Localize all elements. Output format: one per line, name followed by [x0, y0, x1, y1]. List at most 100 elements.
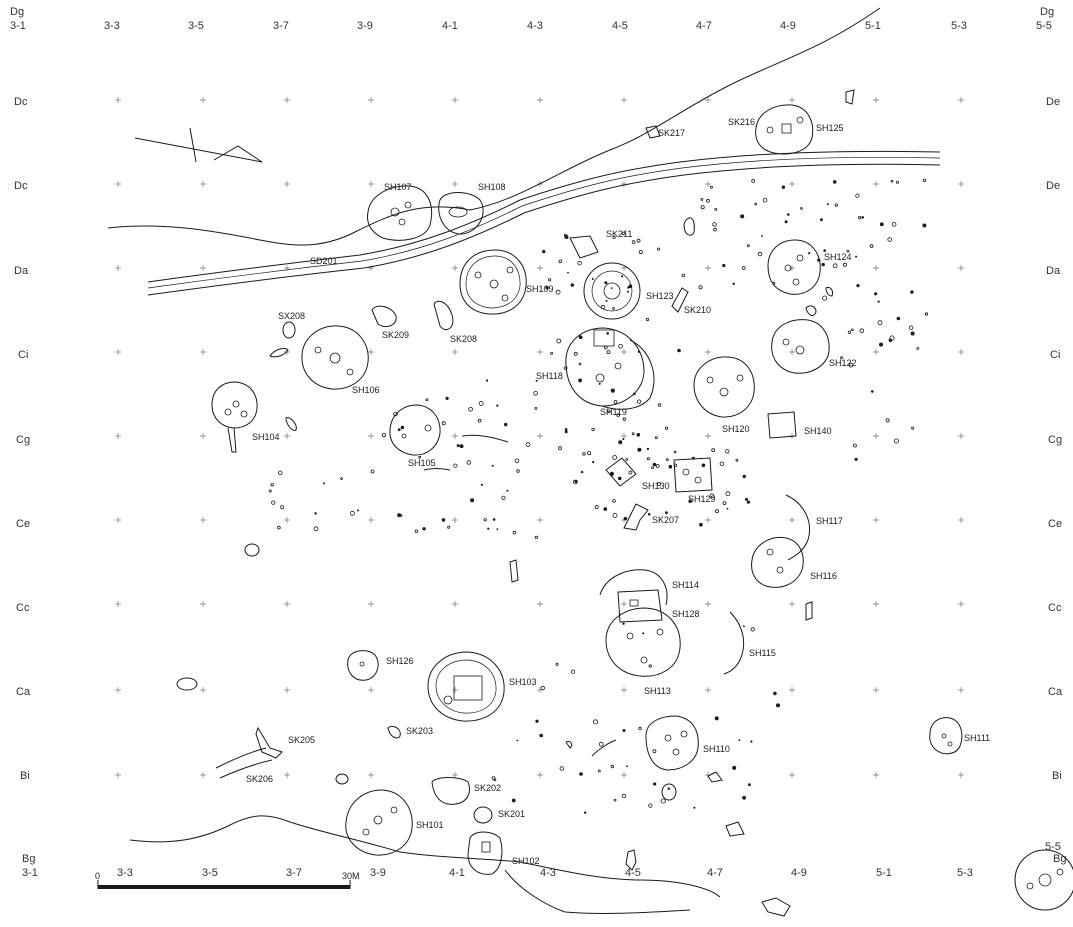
grid-cross — [958, 433, 964, 439]
posthole — [558, 446, 562, 451]
grid-cross — [368, 601, 374, 607]
posthole — [271, 500, 276, 505]
grid-cross — [537, 97, 543, 103]
posthole — [587, 451, 592, 456]
grid-cross — [873, 601, 879, 607]
top-col-label: 3-3 — [104, 20, 120, 32]
pit-sk207 — [623, 503, 649, 531]
posthole — [742, 474, 746, 479]
top-col-label: 3-5 — [188, 20, 204, 32]
row-label-right: De — [1046, 96, 1060, 108]
posthole — [550, 351, 553, 355]
posthole — [547, 278, 552, 282]
grid-cross — [115, 687, 121, 693]
posthole — [535, 719, 539, 723]
posthole — [891, 222, 897, 227]
posthole — [740, 214, 745, 219]
posthole — [855, 255, 858, 258]
posthole — [612, 513, 618, 518]
ditch-sd201 — [147, 150, 941, 296]
posthole — [626, 290, 629, 293]
grid-cross — [789, 687, 795, 693]
posthole — [773, 691, 777, 696]
grid-cross — [452, 265, 458, 271]
posthole — [832, 263, 838, 269]
feature-label: SX208 — [278, 311, 305, 321]
posthole — [610, 764, 614, 769]
feature-label: SK206 — [246, 774, 273, 784]
posthole — [735, 458, 739, 462]
posthole — [910, 290, 914, 294]
pit-sk208 — [433, 300, 454, 330]
posthole — [646, 457, 650, 461]
grid-cross — [200, 433, 206, 439]
posthole — [893, 438, 899, 444]
grid-cross — [368, 349, 374, 355]
posthole — [399, 514, 403, 517]
posthole — [504, 422, 508, 427]
southern-edge-line — [129, 815, 721, 898]
posthole — [667, 787, 670, 790]
posthole — [834, 203, 838, 207]
feature-label: SH124 — [824, 252, 852, 262]
grid-cross — [705, 265, 711, 271]
pit-sh114 — [599, 569, 668, 623]
posthole — [890, 179, 894, 183]
posthole — [681, 273, 686, 278]
posthole — [909, 325, 914, 330]
posthole — [487, 527, 490, 530]
left-row-labels: Dc Dc Da Ci Cg Ce Cc Ca Bi — [14, 96, 31, 782]
grid-cross — [958, 349, 964, 355]
posthole — [665, 511, 668, 515]
grid-cross — [200, 181, 206, 187]
posthole — [714, 716, 719, 721]
bottom-col-label: 3-9 — [370, 867, 386, 879]
row-label-left: Da — [14, 265, 29, 277]
posthole — [278, 470, 283, 475]
posthole — [618, 440, 623, 445]
posthole — [533, 390, 538, 396]
posthole — [628, 470, 633, 475]
posthole — [732, 282, 735, 285]
feature-label: SH130 — [642, 481, 670, 491]
scale-bar-end-label: 30M — [342, 871, 360, 881]
misc-features — [176, 89, 855, 917]
pit-sh120 — [693, 356, 755, 418]
pit-sh140 — [767, 411, 797, 439]
pit-sk211 — [569, 235, 599, 259]
feature-label: SH129 — [688, 494, 716, 504]
grid-cross — [705, 517, 711, 523]
posthole — [746, 244, 750, 248]
corner-label-bottom-right-row: Bg — [1053, 853, 1066, 865]
posthole — [393, 411, 398, 417]
posthole — [706, 198, 710, 203]
posthole — [564, 430, 568, 434]
feature-label: SK210 — [684, 305, 711, 315]
pit-sh130 — [605, 457, 637, 487]
grid-cross — [537, 265, 543, 271]
grid-cross — [621, 687, 627, 693]
posthole — [370, 469, 375, 474]
feature-label: SH103 — [509, 677, 537, 687]
posthole — [636, 238, 641, 243]
posthole — [578, 335, 583, 340]
posthole — [418, 455, 422, 459]
scale-bar: 0 30M — [95, 871, 360, 889]
pit-sh109 — [459, 249, 527, 315]
grid-cross — [200, 97, 206, 103]
grid-cross — [452, 772, 458, 778]
grid-cross — [873, 772, 879, 778]
feature-label: SH104 — [252, 432, 280, 442]
posthole — [896, 316, 901, 321]
grid-cross — [789, 349, 795, 355]
row-label-left: Ci — [18, 349, 28, 361]
posthole — [573, 351, 578, 356]
row-label-left: Cg — [16, 434, 30, 446]
posthole — [604, 281, 608, 285]
posthole — [563, 233, 567, 237]
posthole — [456, 444, 460, 448]
pit-sh105 — [389, 404, 441, 456]
pit-sh102 — [467, 831, 503, 875]
posthole — [743, 625, 745, 628]
grid-cross — [873, 349, 879, 355]
